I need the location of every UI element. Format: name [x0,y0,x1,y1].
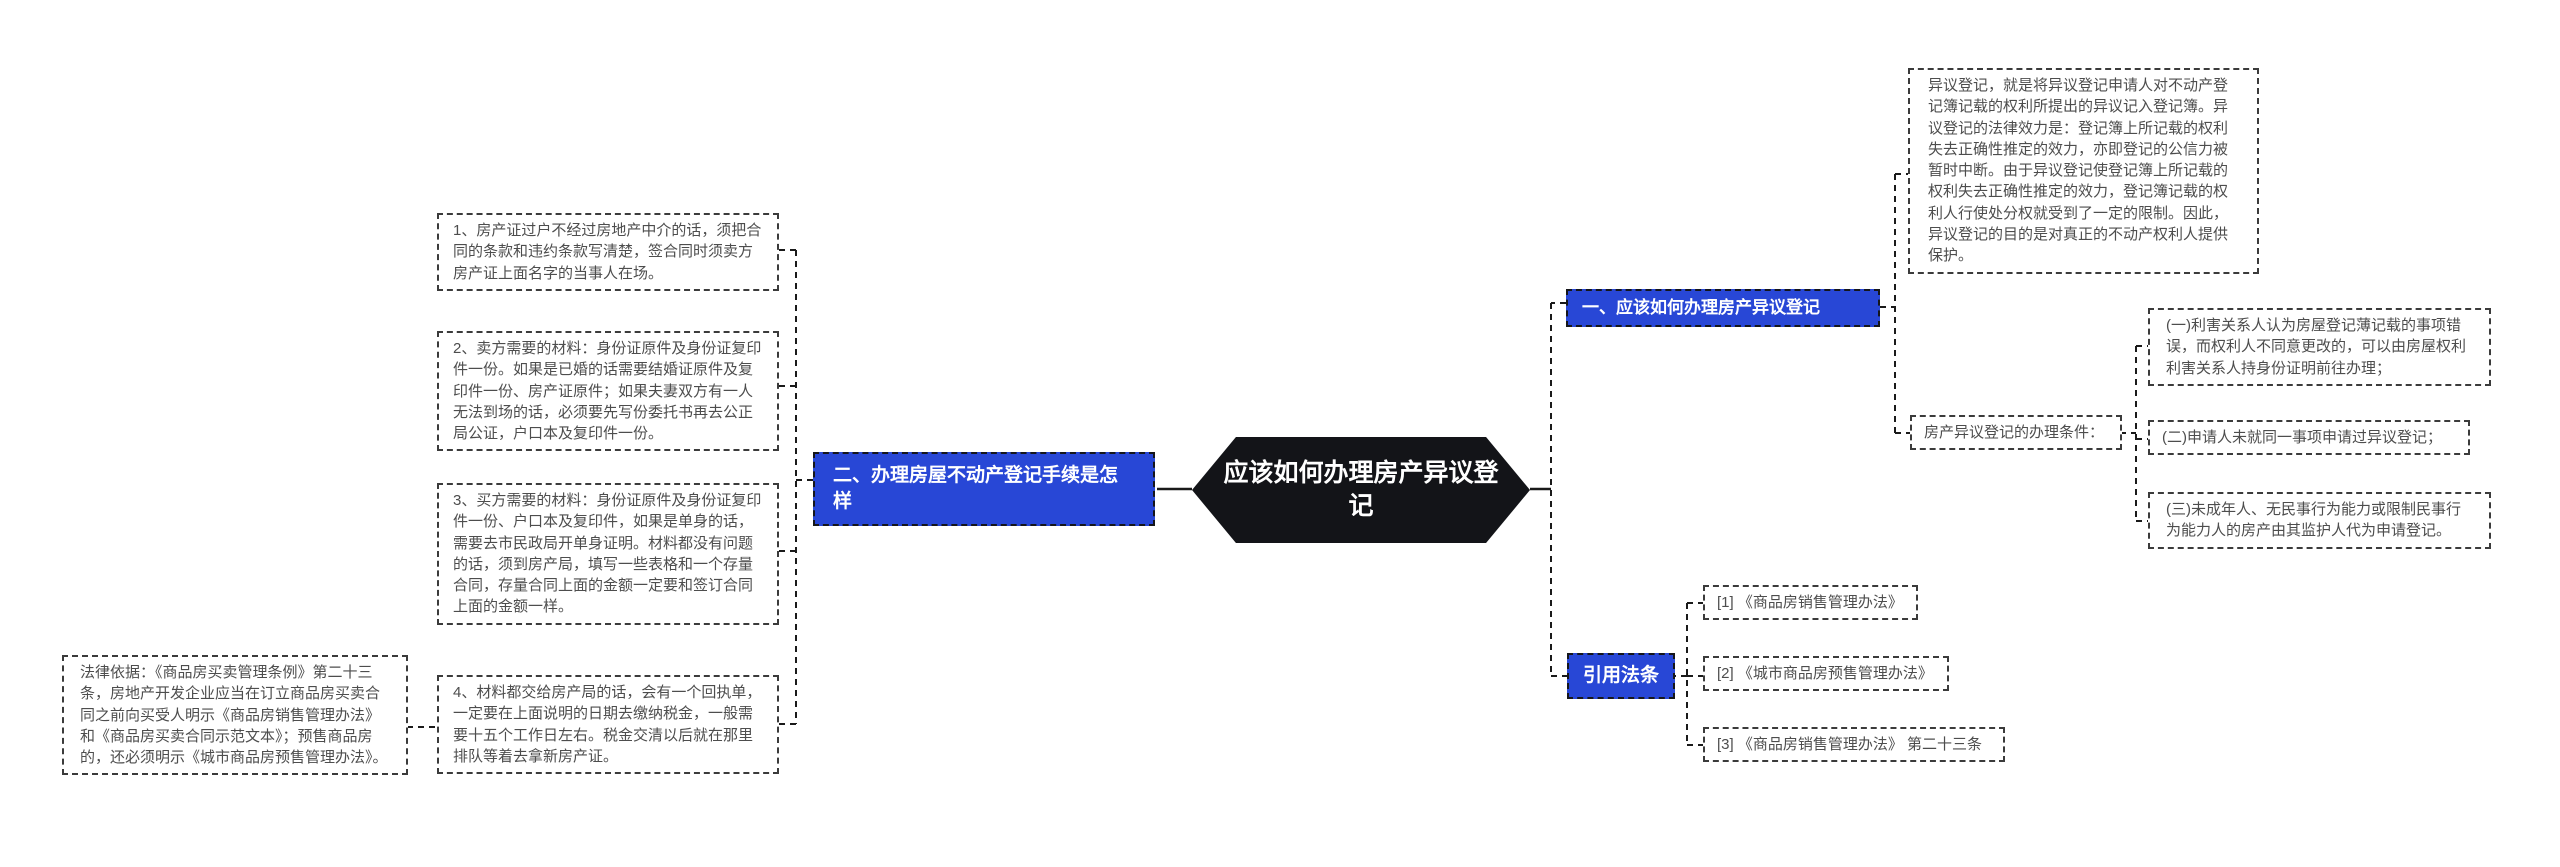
step-1-box[interactable]: 1、房产证过户不经过房地产中介的话，须把合同的条款和违约条款写清楚，签合同时须卖… [437,213,779,291]
citations-node[interactable]: 引用法条 [1567,653,1676,699]
conditions-children-trunk [2120,345,2148,522]
citation-3-box[interactable]: [3] 《商品房销售管理办法》 第二十三条 [1703,727,2005,763]
citation-1-box[interactable]: [1] 《商品房销售管理办法》 [1703,585,1918,621]
branch-node-registration-procedure[interactable]: 二、办理房屋不动产登记手续是怎样 [813,452,1155,526]
step-4-box[interactable]: 4、材料都交给房产局的话，会有一个回执单，一定要在上面说明的日期去缴纳税金，一般… [437,675,779,775]
node-one-children-trunk [1880,173,1910,434]
objection-definition-box[interactable]: 异议登记，就是将异议登记申请人对不动产登记簿记载的权利所提出的异议记入登记簿。异… [1908,68,2259,274]
right-branch-trunk [1550,302,1567,677]
branch-node-registration-procedure-label: 二、办理房屋不动产登记手续是怎样 [833,465,1119,512]
condition-1-box[interactable]: (一)利害关系人认为房屋登记薄记载的事项错误，而权利人不同意更改的，可以由房屋权… [2148,308,2491,386]
condition-3-box[interactable]: (三)未成年人、无民事行为能力或限制民事行为能力人的房产由其监护人代为申请登记。 [2148,492,2491,549]
legal-basis-box[interactable]: 法律依据：《商品房买卖管理条例》第二十三条，房地产开发企业应当在订立商品房买卖合… [62,655,408,776]
citations-node-label: 引用法条 [1583,665,1660,686]
step-2-box[interactable]: 2、卖方需要的材料：身份证原件及身份证复印件一份。如果是已婚的话需要结婚证原件及… [437,331,779,452]
citation-2-box[interactable]: [2] 《城市商品房预售管理办法》 [1703,656,1949,692]
left-branch-trunk [778,249,813,725]
center-topic-label: 应该如何办理房产异议登记 [1223,459,1499,520]
branch-node-objection-registration-label: 一、应该如何办理房产异议登记 [1582,298,1820,317]
branch-node-objection-registration[interactable]: 一、应该如何办理房产异议登记 [1566,289,1880,327]
condition-2-box[interactable]: (二)申请人未就同一事项申请过异议登记； [2148,420,2470,456]
conditions-label-box[interactable]: 房产异议登记的办理条件： [1910,415,2122,451]
center-topic-node[interactable]: 应该如何办理房产异议登记 [1192,437,1530,543]
step-3-box[interactable]: 3、买方需要的材料：身份证原件及身份证复印件一份、户口本及复印件，如果是单身的话… [437,483,779,625]
